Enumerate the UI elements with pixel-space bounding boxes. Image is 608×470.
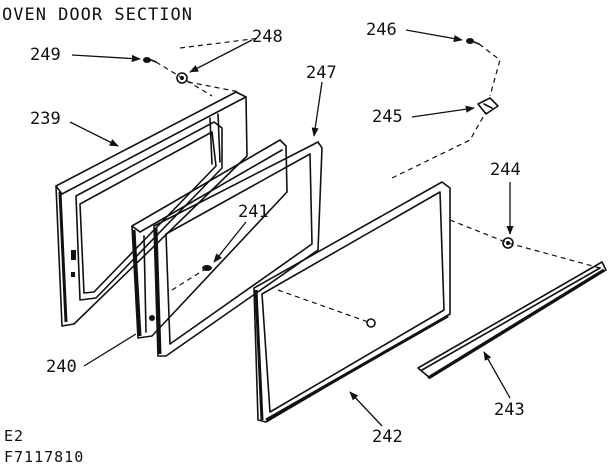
- part-247-inner-glass: [153, 141, 323, 357]
- callout-241: 241: [213, 202, 269, 263]
- footer-code-1: E2: [4, 427, 24, 445]
- callout-248: 248: [189, 27, 283, 73]
- footer-code-2: F7117810: [4, 448, 84, 466]
- callout-239: 239: [30, 109, 119, 147]
- part-240-door-liner: [131, 139, 288, 339]
- svg-text:242: 242: [372, 427, 403, 447]
- screw-244-icon: [502, 237, 514, 249]
- svg-text:241: 241: [238, 202, 269, 222]
- svg-text:247: 247: [306, 63, 337, 83]
- svg-text:244: 244: [490, 160, 521, 180]
- svg-text:240: 240: [46, 357, 77, 377]
- svg-text:248: 248: [252, 27, 283, 47]
- diagram-title: OVEN DOOR SECTION: [2, 5, 193, 25]
- part-242-front-glass: [253, 181, 451, 423]
- callout-244: 244: [490, 160, 521, 235]
- svg-text:246: 246: [366, 20, 397, 40]
- part-239-outer-door-panel: [55, 91, 248, 327]
- part-243-trim-strip: [417, 261, 607, 380]
- hole-icon: [366, 318, 376, 328]
- svg-text:243: 243: [494, 400, 525, 420]
- svg-text:249: 249: [30, 45, 61, 65]
- screw-246-icon: [466, 38, 480, 45]
- callout-246: 246: [366, 20, 463, 43]
- callout-240: 240: [46, 333, 137, 377]
- callout-247: 247: [306, 63, 337, 137]
- svg-text:245: 245: [372, 107, 403, 127]
- svg-text:239: 239: [30, 109, 61, 129]
- callout-245: 245: [372, 105, 475, 127]
- callout-243: 243: [483, 351, 525, 420]
- bracket-245-icon: [477, 97, 499, 115]
- callout-242: 242: [349, 391, 403, 447]
- screw-249-icon: [143, 57, 157, 63]
- assembly-dashed-lines: [155, 37, 601, 324]
- callout-249: 249: [30, 45, 141, 65]
